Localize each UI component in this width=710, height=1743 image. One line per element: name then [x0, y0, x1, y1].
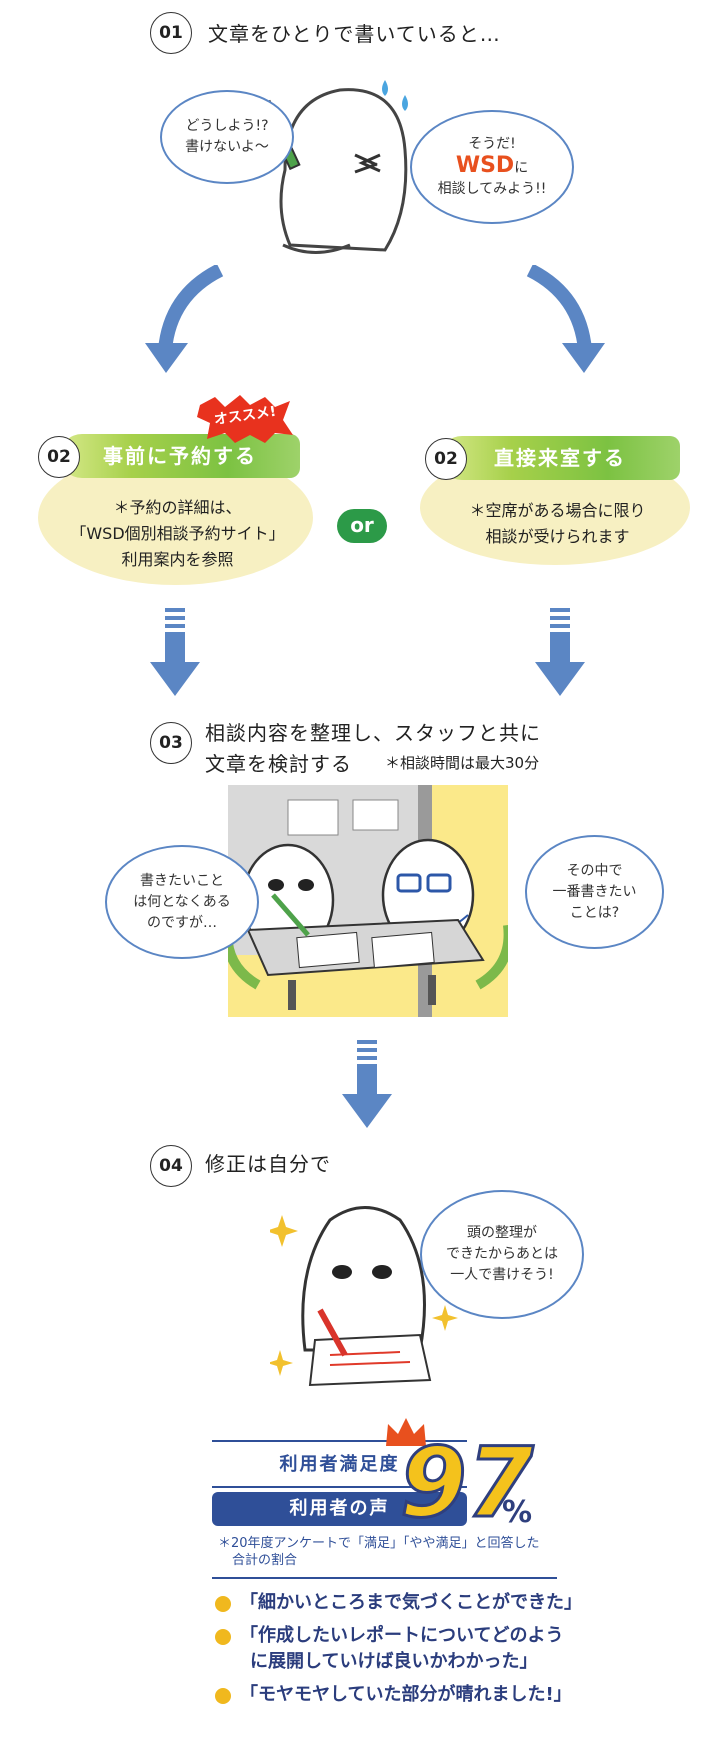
voices-label: 利用者の声: [212, 1492, 467, 1526]
step-03-title-line1: 相談内容を整理し、スタッフと共に: [205, 721, 541, 745]
satisfaction-rule-bottom: [212, 1486, 467, 1488]
worried-character-illustration: [259, 80, 408, 254]
voice-item-1: 「細かいところまで気づくことができた」: [240, 1592, 582, 1613]
step-03-title-line2: 文章を検討する: [205, 752, 352, 776]
voice-bullet-2: [215, 1629, 231, 1645]
step-02a-number: 02: [38, 436, 80, 478]
speech-bubble-idea: そうだ! WSDに 相談してみよう!!: [410, 110, 574, 224]
voice-item-2: 「作成したいレポートについてどのよう に展開していけば良いかわかった」: [240, 1625, 564, 1672]
step-03-number: 03: [150, 722, 192, 764]
step-04-number: 04: [150, 1145, 192, 1187]
voice-item-3: 「モヤモヤしていた部分が晴れました!」: [240, 1684, 572, 1705]
step-01-number: 01: [150, 12, 192, 54]
walkin-title-banner: 直接来室する: [440, 436, 680, 480]
step-01-title: 文章をひとりで書いていると…: [208, 22, 501, 46]
recommended-burst-badge: [197, 395, 293, 443]
voice-bullet-3: [215, 1688, 231, 1704]
satisfaction-unit: %: [502, 1495, 533, 1530]
writing-character-illustration: [270, 1206, 458, 1387]
satisfaction-rule-top: [212, 1440, 467, 1442]
speech-bubble-worried: どうしよう!?書けないよ〜: [160, 90, 294, 184]
reserve-title-banner: 事前に予約する: [60, 434, 300, 478]
down-arrow-right-icon: [535, 608, 585, 696]
voices-divider: [212, 1577, 557, 1579]
step-03-note: ＊相談時間は最大30分: [385, 754, 540, 772]
satisfaction-footnote: ＊20年度アンケートで「満足」「やや満足」と回答した 合計の割合: [218, 1536, 540, 1568]
reserve-note: ＊予約の詳細は、 「WSD個別相談予約サイト」 利用案内を参照: [70, 498, 285, 569]
speech-bubble-staff: その中で一番書きたいことは?: [525, 835, 664, 949]
step-04-title: 修正は自分で: [205, 1152, 331, 1176]
voice-bullet-1: [215, 1596, 231, 1612]
wsd-highlight: WSD: [455, 153, 515, 178]
walkin-note: ＊空席がある場合に限り 相談が受けられます: [469, 501, 646, 546]
crown-icon: [386, 1418, 426, 1446]
down-arrow-left-icon: [150, 608, 200, 696]
consultation-illustration: [228, 785, 508, 1017]
down-arrow-center-icon: [342, 1040, 392, 1128]
speech-bubble-student: 書きたいことは何となくあるのですが…: [105, 845, 259, 959]
curved-arrow-right-icon: [526, 265, 605, 373]
step-02b-number: 02: [425, 438, 467, 480]
satisfaction-label: 利用者満足度: [279, 1454, 400, 1475]
speech-bubble-confident: 頭の整理ができたからあとは一人で書けそう!: [420, 1190, 584, 1319]
or-badge: or: [337, 509, 387, 543]
curved-arrow-left-icon: [145, 265, 224, 373]
satisfaction-value: 97: [399, 1427, 536, 1539]
